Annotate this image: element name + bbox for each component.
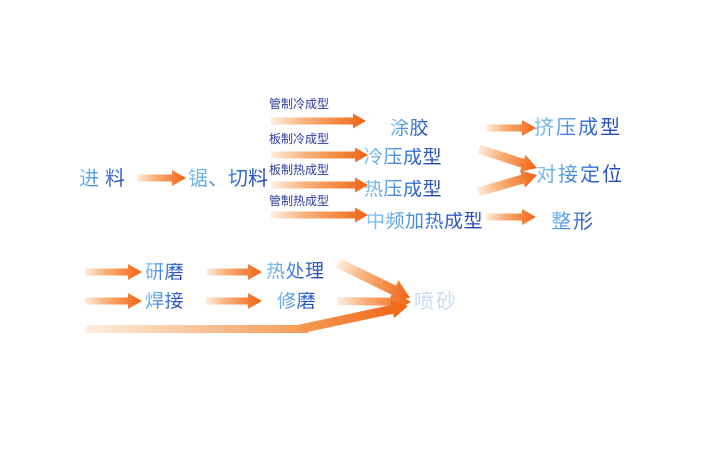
node-welding: 焊接: [145, 290, 185, 312]
arrow-trim-to-sandblast: [337, 292, 411, 311]
node-extrusion: 挤压成型: [534, 115, 622, 139]
arrow-branch-plate-cold: [271, 147, 368, 163]
arrow-welding-to-trim: [206, 293, 262, 309]
node-trim-grinding: 修磨: [277, 290, 317, 312]
arrow-to-welding: [85, 293, 142, 309]
node-cold-press: 冷压成型: [364, 146, 443, 168]
node-sandblasting: 喷砂: [414, 289, 458, 313]
branch-label-plate-hot: 板制热成型: [269, 163, 330, 177]
arrow-to-grinding: [85, 264, 142, 280]
node-saw-cut: 锯、切料: [188, 166, 268, 190]
arrow-mf-to-shaping: [486, 209, 536, 225]
node-shaping: 整形: [551, 209, 595, 233]
arrow-bypass-shaft: [85, 325, 308, 333]
node-hot-press: 热压成型: [364, 178, 443, 200]
node-mf-heat-forming: 中频加热成型: [366, 210, 484, 232]
node-grinding: 研磨: [145, 261, 185, 283]
branch-label-plate-cold: 板制冷成型: [269, 132, 330, 146]
arrow-bypass-to-sandblast: [299, 300, 408, 334]
node-heat-treatment: 热处理: [266, 260, 325, 282]
node-butt-positioning: 对接定位: [536, 162, 624, 186]
branch-label-tube-hot: 管制热成型: [269, 194, 330, 208]
arrow-coldpress-to-butt: [477, 144, 537, 172]
node-gluing: 涂胶: [390, 117, 430, 139]
arrow-feed-to-saw: [137, 170, 186, 186]
arrow-hotpress-to-butt: [476, 170, 537, 197]
arrow-grinding-to-heat: [206, 264, 262, 280]
arrow-branch-tube-hot: [271, 207, 368, 223]
node-feed: 进料: [79, 166, 131, 190]
arrow-branch-tube-cold: [271, 113, 366, 129]
arrow-heat-to-sandblast: [335, 258, 410, 300]
arrow-branch-plate-hot: [271, 177, 368, 193]
arrow-gluing-to-extrusion: [486, 120, 536, 136]
branch-label-tube-cold: 管制冷成型: [269, 97, 330, 111]
